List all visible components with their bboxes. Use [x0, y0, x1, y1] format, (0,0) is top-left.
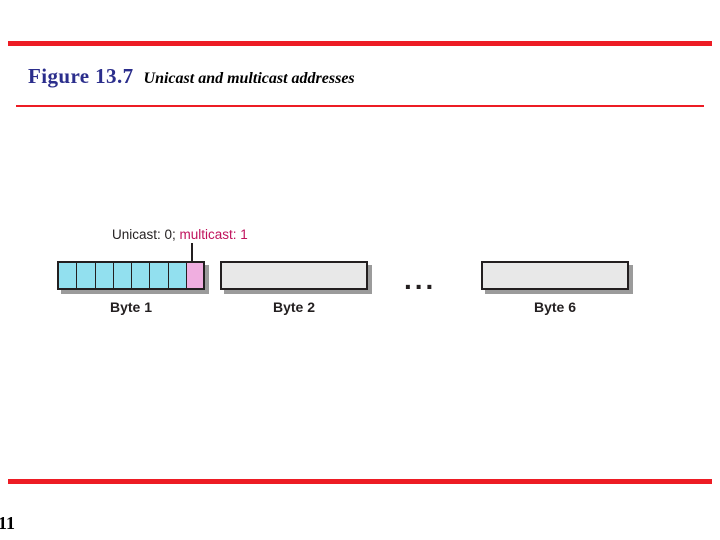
- byte1-bit-cell: [59, 263, 78, 288]
- title-underline-rule: [16, 105, 704, 107]
- ellipsis-separator: ...: [404, 264, 437, 295]
- unicast-label: Unicast: 0;: [112, 227, 176, 242]
- byte1-bit-cell: [113, 263, 133, 288]
- byte6-shadow-bottom: [485, 290, 633, 294]
- slide-number: 11: [0, 513, 16, 533]
- byte1-bit-cell: [77, 263, 96, 288]
- byte6-label: Byte 6: [533, 299, 577, 315]
- byte6-box: [481, 261, 629, 290]
- byte2-shadow-right: [368, 265, 372, 294]
- byte2-box: [220, 261, 368, 290]
- leader-line: [191, 243, 193, 275]
- byte1-label: Byte 1: [109, 299, 153, 315]
- byte6-shadow-right: [629, 265, 633, 294]
- byte1-shadow-right: [205, 265, 209, 294]
- bit-annotation: Unicast: 0; multicast: 1: [112, 227, 248, 242]
- byte1-bit-cell-highlighted: [186, 263, 203, 288]
- byte1-bit-cell: [95, 263, 114, 288]
- page-title: Figure 13.7 Unicast and multicast address…: [28, 64, 355, 89]
- figure-label: Figure 13.7: [28, 64, 134, 88]
- bottom-red-rule: [8, 479, 712, 484]
- byte1-shadow-bottom: [61, 290, 209, 294]
- byte2-shadow-bottom: [224, 290, 372, 294]
- byte2-label: Byte 2: [272, 299, 316, 315]
- byte1-box: [57, 261, 205, 290]
- byte1-bit-cell: [168, 263, 187, 288]
- multicast-label: multicast: 1: [179, 227, 248, 242]
- byte1-bit-cell: [150, 263, 169, 288]
- top-red-rule: [8, 41, 712, 46]
- byte1-bit-cell: [132, 263, 151, 288]
- figure-caption: Unicast and multicast addresses: [143, 70, 355, 87]
